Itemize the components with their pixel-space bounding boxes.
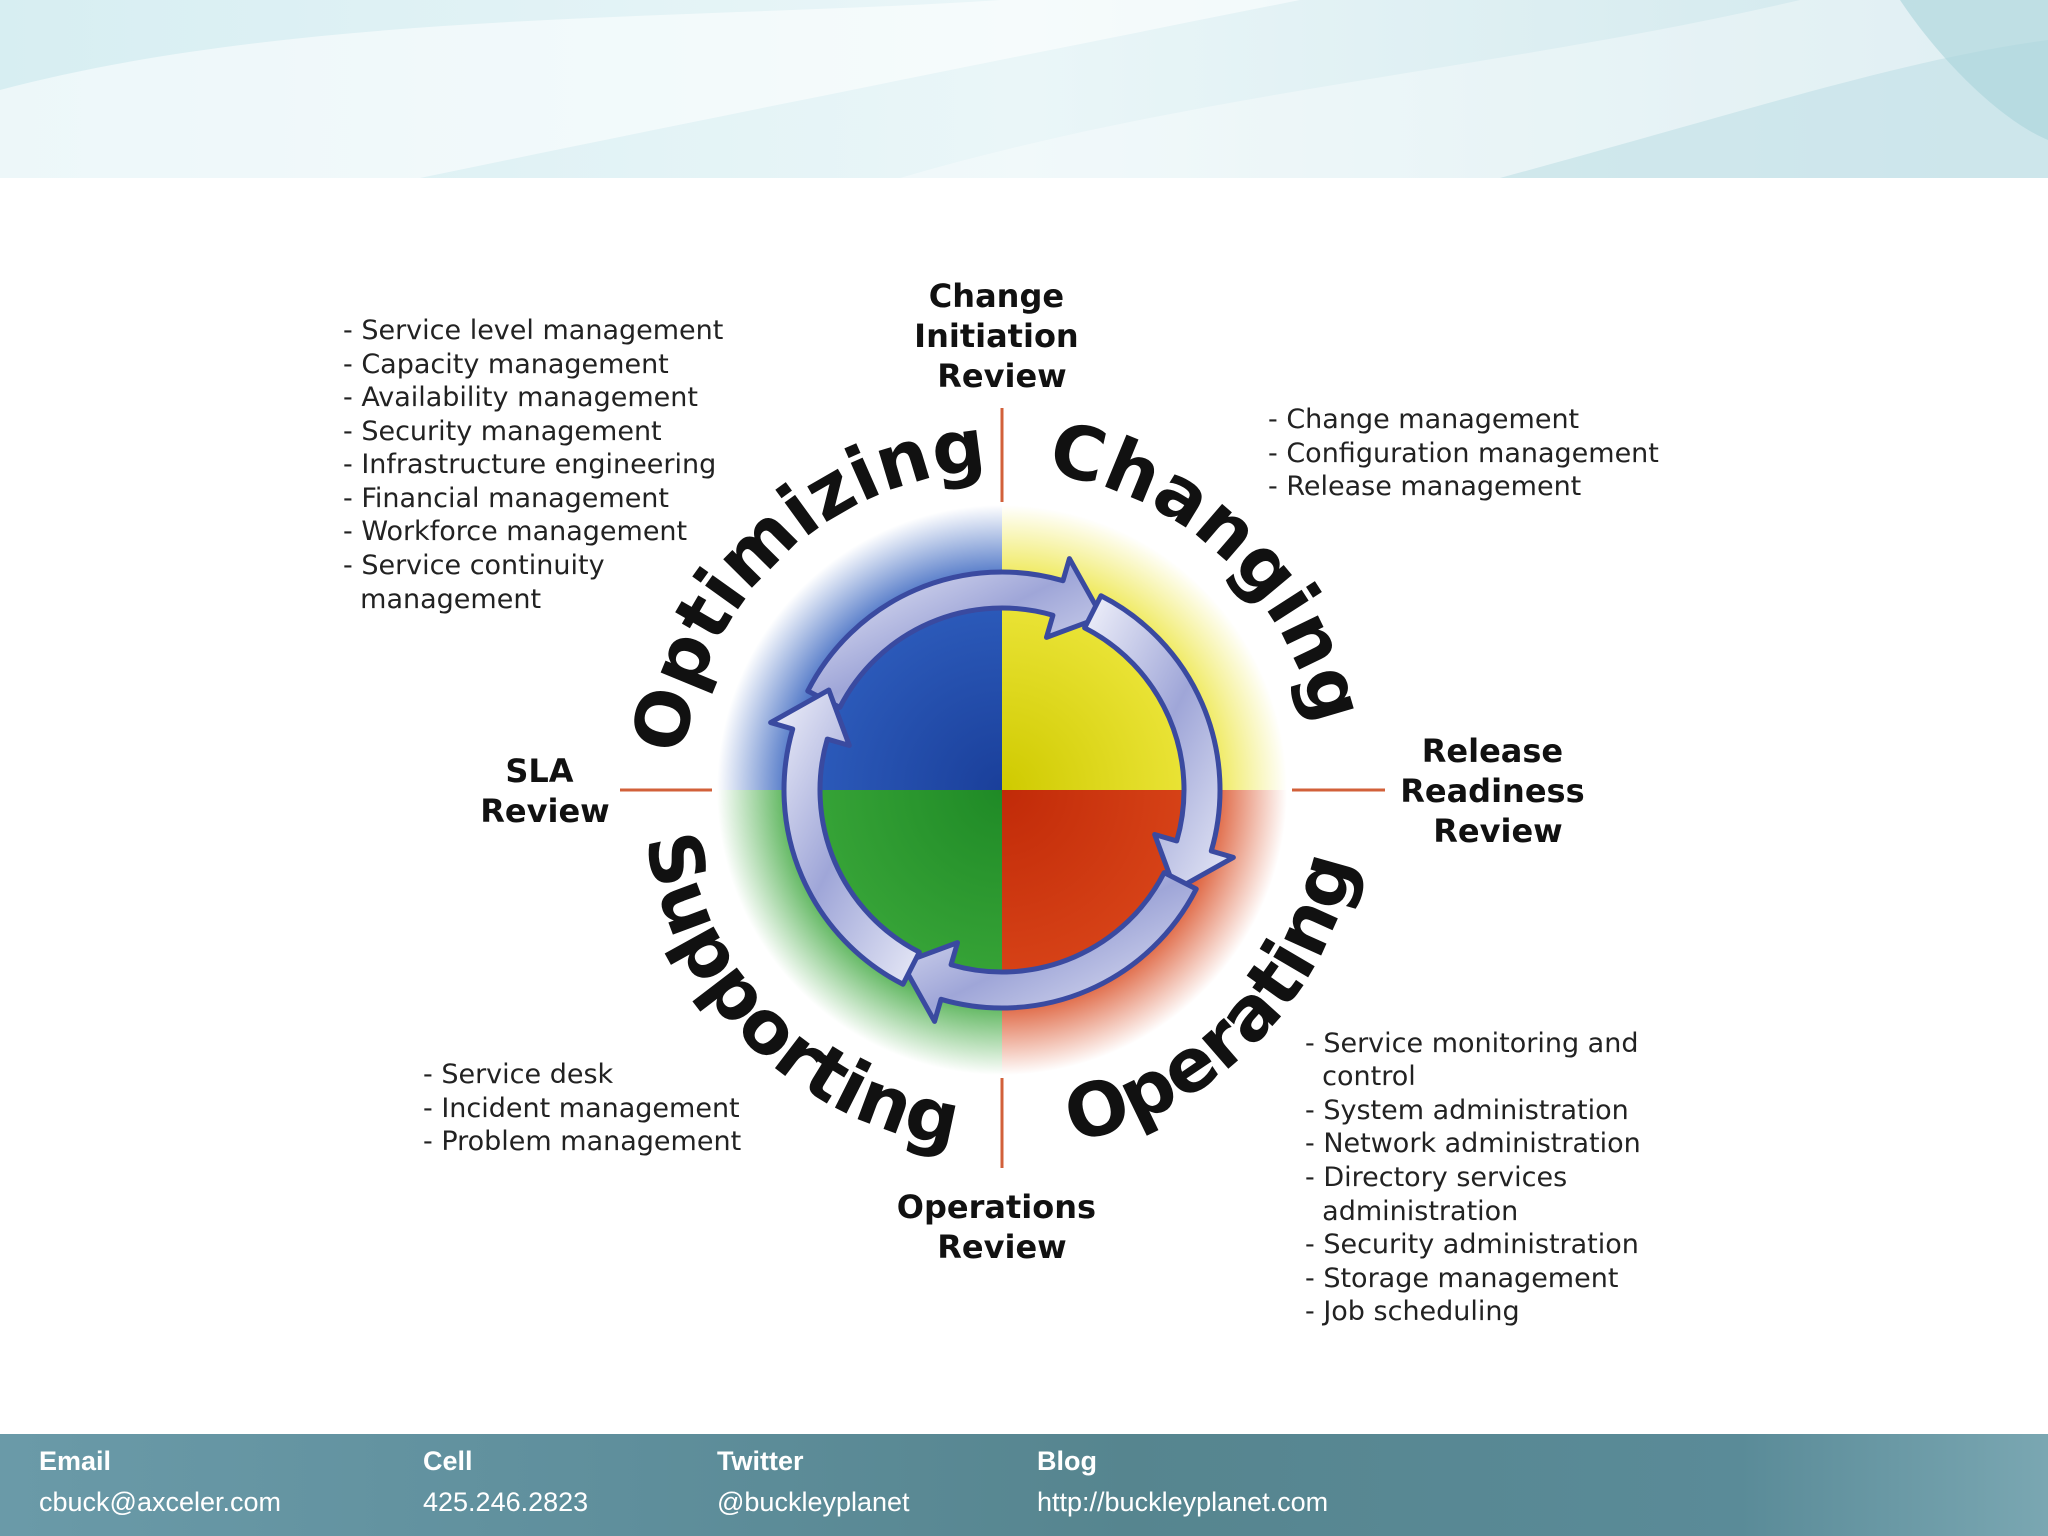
cycle-arrows (768, 556, 1236, 1024)
blog-label: Blog (1037, 1446, 1097, 1476)
twitter-label: Twitter (717, 1446, 804, 1476)
review-operations: Operations Review (897, 1188, 1107, 1266)
email-label: Email (39, 1446, 112, 1476)
functions-optimizing: - Service level management - Capacity ma… (0, 0, 783, 615)
functions-supporting: - Service desk - Incident management - P… (0, 0, 800, 1157)
contact-blog: Blog http://buckleyplanet.com (1037, 1444, 1328, 1519)
cell-value: 425.246.2823 (423, 1487, 589, 1517)
contact-twitter: Twitter @buckleyplanet (717, 1444, 910, 1519)
arrow-top-right (805, 556, 1105, 710)
arrow-bottom-left (899, 870, 1199, 1024)
contact-cell: Cell 425.246.2823 (423, 1444, 588, 1519)
twitter-value[interactable]: @buckleyplanet (717, 1487, 910, 1517)
review-release-readiness: Release Readiness Review (1400, 732, 1596, 850)
arrow-top-left (768, 687, 922, 987)
arrow-bottom-right (1082, 593, 1236, 893)
blog-value[interactable]: http://buckleyplanet.com (1037, 1487, 1329, 1517)
header-decoration (0, 0, 2048, 178)
email-value[interactable]: cbuck@axceler.com (39, 1487, 281, 1517)
review-change-initiation: Change Initiation Review (914, 277, 1090, 395)
functions-operating: - Service monitoring and control - Syste… (1305, 1028, 1641, 1327)
cell-label: Cell (423, 1446, 473, 1476)
review-sla: SLA Review (480, 752, 609, 830)
contact-footer: Email cbuck@axceler.com Cell 425.246.282… (0, 1434, 2048, 1536)
contact-email: Email cbuck@axceler.com (39, 1444, 281, 1519)
functions-changing: - Change management - Configuration mana… (0, 0, 1719, 502)
